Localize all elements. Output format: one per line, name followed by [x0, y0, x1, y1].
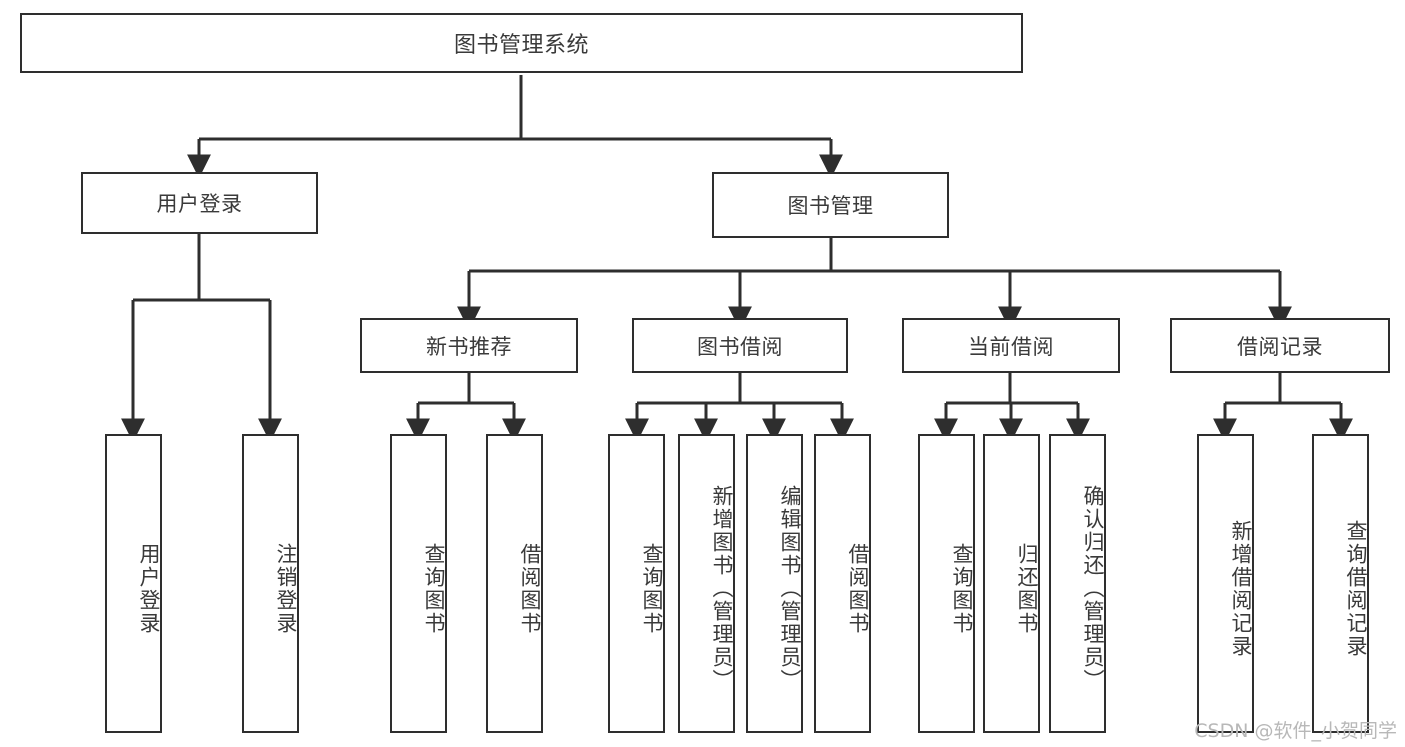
leaf-user-login-logout[interactable]: 注销登录 [242, 434, 299, 733]
connector-root-to-level2 [187, 75, 843, 179]
leaf-borrow-edit-book-admin[interactable]: 编辑图书（管理员） [746, 434, 803, 733]
leaf-borrow-borrow-books[interactable]: 借阅图书 [814, 434, 871, 733]
connector-borrow-to-leaves [625, 373, 854, 443]
leaf-user-login-login[interactable]: 用户登录 [105, 434, 162, 733]
leaf-current-return-books[interactable]: 归还图书 [983, 434, 1040, 733]
leaf-borrow-query-books[interactable]: 查询图书 [608, 434, 665, 733]
node-user-login[interactable]: 用户登录 [81, 172, 318, 234]
node-book-management[interactable]: 图书管理 [712, 172, 949, 238]
leaf-current-query-books[interactable]: 查询图书 [918, 434, 975, 733]
node-current-borrowing[interactable]: 当前借阅 [902, 318, 1120, 373]
connector-current-to-leaves [934, 373, 1090, 443]
leaf-records-query-record[interactable]: 查询借阅记录 [1312, 434, 1369, 733]
leaf-records-add-record[interactable]: 新增借阅记录 [1197, 434, 1254, 733]
connector-records-to-leaves [1213, 373, 1353, 443]
node-borrowing-records[interactable]: 借阅记录 [1170, 318, 1390, 373]
connector-userlogin-to-leaves [121, 234, 282, 443]
leaf-borrow-add-book-admin[interactable]: 新增图书（管理员） [678, 434, 735, 733]
node-root-book-management-system[interactable]: 图书管理系统 [20, 13, 1023, 73]
connector-newbook-to-leaves [406, 373, 526, 443]
watermark-text: CSDN @软件_小贺同学 [1194, 720, 1397, 742]
leaf-new-book-query-books[interactable]: 查询图书 [390, 434, 447, 733]
node-book-borrowing[interactable]: 图书借阅 [632, 318, 848, 373]
leaf-new-book-borrow-books[interactable]: 借阅图书 [486, 434, 543, 733]
leaf-current-confirm-return-admin[interactable]: 确认归还（管理员） [1049, 434, 1106, 733]
node-new-book-recommendation[interactable]: 新书推荐 [360, 318, 578, 373]
connector-bookmgmt-to-level3 [457, 238, 1292, 331]
